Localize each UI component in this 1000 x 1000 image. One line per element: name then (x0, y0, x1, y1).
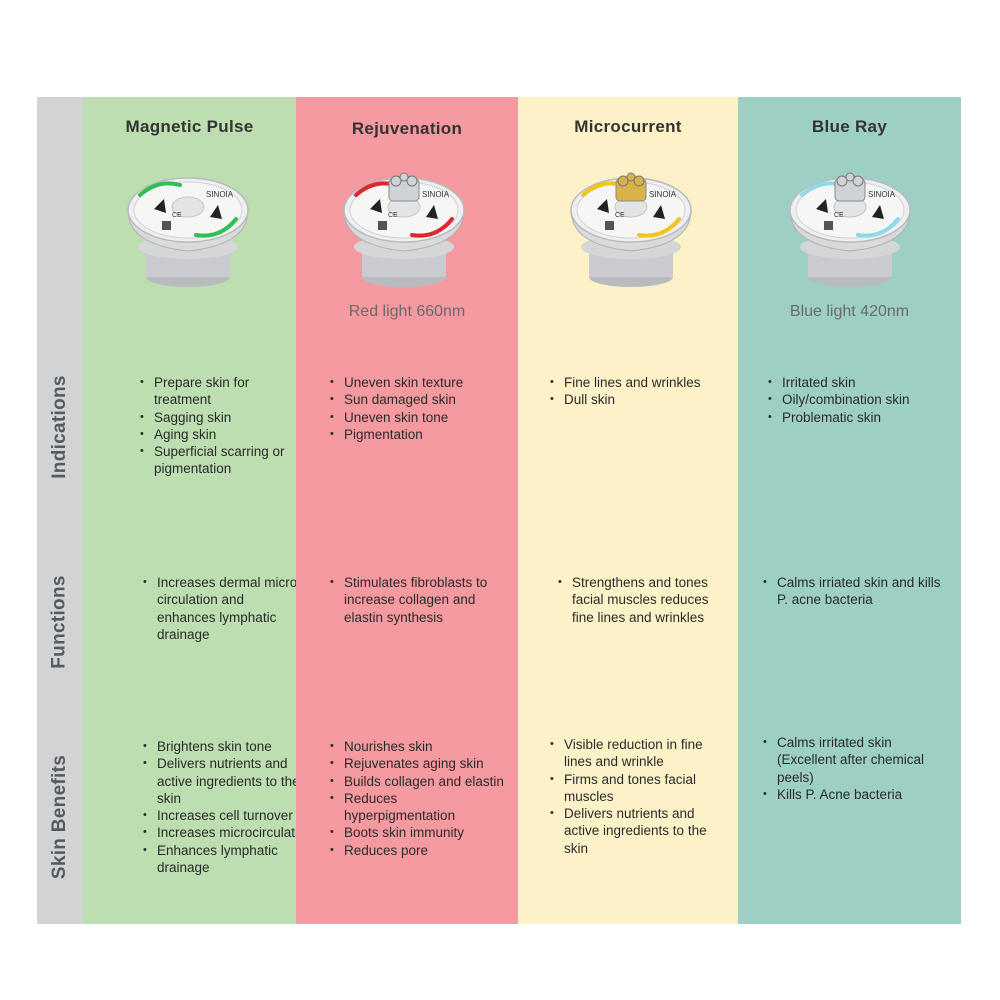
column-subtitle: Red light 660nm (348, 303, 466, 320)
list-item: Kills P. Acne bacteria (763, 786, 938, 804)
column-title: Rejuvenation (351, 119, 463, 138)
column-blue-ray: Blue Ray SINOIA CE Blue light 420nmIrrit… (738, 97, 961, 924)
row-label-column: Indications Functions Skin Benefits (37, 97, 83, 924)
column-microcurrent: Microcurrent SINOIA CE Fine lines and wr… (518, 97, 738, 924)
svg-text:SINOIA: SINOIA (422, 190, 450, 199)
list-item: Calms irritated skin (Excellent after ch… (763, 734, 938, 786)
svg-text:SINOIA: SINOIA (649, 190, 677, 199)
skin-benefits-list: Nourishes skinRejuvenates aging skinBuil… (330, 738, 510, 859)
column-magnetic-pulse: Magnetic Pulse SINOIA CE Prepare skin fo… (83, 97, 313, 924)
svg-text:SINOIA: SINOIA (206, 190, 234, 199)
list-item: Nourishes skin (330, 738, 510, 756)
column-title: Magnetic Pulse (125, 117, 254, 136)
functions-list: Strengthens and tones facial muscles red… (558, 574, 728, 626)
indications-list: Fine lines and wrinklesDull skin (550, 374, 730, 409)
list-item: Sun damaged skin (330, 391, 505, 409)
device-top-electrodes (388, 172, 420, 202)
svg-text:CE: CE (615, 212, 625, 219)
list-item: Builds collagen and elastin (330, 773, 510, 791)
skin-benefits-list: Calms irritated skin (Excellent after ch… (763, 734, 938, 803)
list-item: Visible reduction in fine lines and wrin… (550, 736, 730, 771)
list-item: Uneven skin texture (330, 374, 505, 392)
list-item: Irritated skin (768, 374, 953, 392)
list-item: Brightens skin tone (143, 738, 318, 756)
list-item: Stimulates fibroblasts to increase colla… (330, 574, 500, 626)
magnetic-pulse-head-icon: SINOIA CE (118, 165, 258, 295)
list-item: Prepare skin for treatment (140, 374, 290, 409)
indications-list: Prepare skin for treatmentSagging skinAg… (140, 374, 290, 478)
row-label-indications: Indications (49, 375, 70, 479)
blue-ray-head-icon: SINOIA CE (780, 165, 920, 295)
column-rejuvenation: Rejuvenation SINOIA CE Red light 660nmUn… (296, 97, 518, 924)
microcurrent-head-icon: SINOIA CE (561, 165, 701, 295)
list-item: Firms and tones facial muscles (550, 771, 730, 806)
device-top-electrodes (834, 172, 866, 202)
list-item: Uneven skin tone (330, 409, 505, 427)
column-title: Blue Ray (811, 117, 888, 136)
functions-list: Calms irriated skin and kills P. acne ba… (763, 574, 948, 609)
list-item: Boots skin immunity (330, 824, 510, 842)
list-item: Rejuvenates aging skin (330, 755, 510, 773)
rejuvenation-head-icon: SINOIA CE (334, 165, 474, 295)
list-item: Superficial scarring or pigmentation (140, 443, 290, 478)
list-item: Pigmentation (330, 426, 505, 444)
list-item: Increases dermal micro circulation and e… (143, 574, 303, 643)
list-item: Increases microcirculation (143, 824, 318, 842)
list-item: Delivers nutrients and active ingredient… (550, 805, 730, 857)
list-item: Aging skin (140, 426, 290, 444)
column-subtitle: Blue light 420nm (789, 303, 910, 320)
list-item: Reduces pore (330, 842, 510, 860)
list-item: Calms irriated skin and kills P. acne ba… (763, 574, 948, 609)
svg-text:SINOIA: SINOIA (868, 190, 896, 199)
functions-list: Increases dermal micro circulation and e… (143, 574, 303, 643)
skin-benefits-list: Visible reduction in fine lines and wrin… (550, 736, 730, 857)
list-item: Problematic skin (768, 409, 953, 427)
svg-text:CE: CE (834, 212, 844, 219)
list-item: Strengthens and tones facial muscles red… (558, 574, 728, 626)
row-label-functions: Functions (49, 575, 71, 669)
list-item: Sagging skin (140, 409, 290, 427)
functions-list: Stimulates fibroblasts to increase colla… (330, 574, 500, 626)
row-label-skin-benefits: Skin Benefits (49, 754, 71, 880)
list-item: Increases cell turnover (143, 807, 318, 825)
svg-text:CE: CE (388, 212, 398, 219)
list-item: Fine lines and wrinkles (550, 374, 730, 392)
skin-benefits-list: Brightens skin toneDelivers nutrients an… (143, 738, 318, 876)
list-item: Reduces hyperpigmentation (330, 790, 510, 825)
indications-list: Uneven skin textureSun damaged skinUneve… (330, 374, 505, 443)
list-item: Dull skin (550, 391, 730, 409)
svg-text:CE: CE (172, 212, 182, 219)
comparison-table: Indications Functions Skin Benefits Magn… (37, 97, 961, 924)
list-item: Delivers nutrients and active ingredient… (143, 755, 318, 807)
column-title: Microcurrent (574, 117, 682, 136)
indications-list: Irritated skinOily/combination skinProbl… (768, 374, 953, 426)
device-top-electrodes (615, 172, 647, 202)
list-item: Oily/combination skin (768, 391, 953, 409)
list-item: Enhances lymphatic drainage (143, 842, 318, 877)
